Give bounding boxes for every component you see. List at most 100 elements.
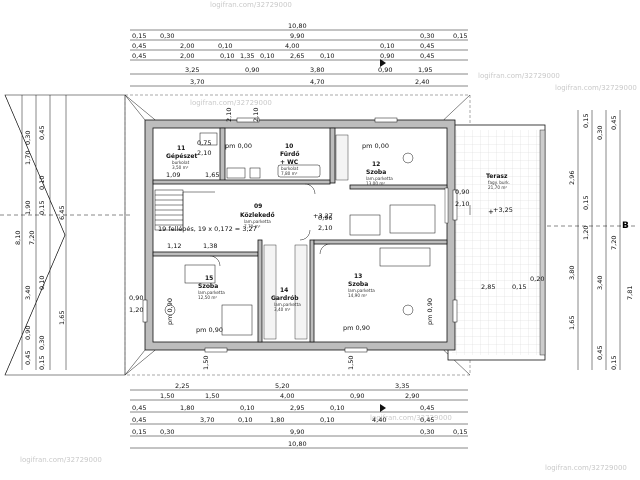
dim-label: 1,70 <box>24 151 32 165</box>
boiler <box>199 132 218 146</box>
dim-label: 1,65 <box>58 311 66 325</box>
room-number: 10 <box>285 143 293 150</box>
dim-label: 5,20 <box>275 382 289 390</box>
sink <box>226 167 246 179</box>
dim-label: 3,40 <box>24 286 32 300</box>
dim-label: 2,65 <box>290 52 304 60</box>
dim-label: 2,95 <box>290 404 304 412</box>
dim-label: 0,90 <box>129 294 143 302</box>
dim-label: 0,10 <box>380 42 394 50</box>
wardrobe-right <box>294 244 308 340</box>
dim-label: 0,10 <box>220 52 234 60</box>
room-area: 3,50 m² <box>172 165 189 170</box>
dim-label: 0,90 <box>378 66 392 74</box>
dim-label: 10,80 <box>288 22 307 30</box>
room-name: Szoba <box>366 169 386 176</box>
dim-label: 0,10 <box>240 404 254 412</box>
window <box>236 117 260 123</box>
dim-label: 2,85 <box>481 283 495 291</box>
dim-label: 2,90 <box>405 392 419 400</box>
room-area: 3,40 m² <box>274 307 291 312</box>
dim-label: 0,15 <box>582 114 590 128</box>
dim-label: 0,10 <box>260 52 274 60</box>
top-dimension-lines: 10,80 0,15 0,30 9,90 0,30 0,15 0,45 2,00… <box>130 22 468 87</box>
dim-label: 0,10 <box>218 42 232 50</box>
wardrobe-left <box>263 244 277 340</box>
dim-label: 0,30 <box>596 126 604 140</box>
room-name: Gépészet <box>166 153 197 160</box>
dim-label: 1,65 <box>568 316 576 330</box>
dim-label: 0,45 <box>420 42 434 50</box>
dim-label: 6,45 <box>58 206 66 220</box>
room-floor: fagy. burk. <box>488 180 510 185</box>
room-name: Szoba <box>198 283 218 290</box>
room-area: 14,90 m² <box>348 293 367 298</box>
dim-label: 7,20 <box>610 236 618 250</box>
dim-label: 0,10 <box>320 416 334 424</box>
dim-label: 0,45 <box>132 42 146 50</box>
level-label: +3,25 <box>493 206 513 214</box>
room-name: Fürdő <box>280 151 299 158</box>
terrace <box>447 124 546 361</box>
dim-label: 0,45 <box>420 404 434 412</box>
dim-label: 3,80 <box>310 66 324 74</box>
dim-label: 7,20 <box>28 231 36 245</box>
dim-label: 2,10 <box>252 108 260 122</box>
dim-label: 7,81 <box>626 286 634 300</box>
dim-label: 0,45 <box>610 116 618 130</box>
parapet-label: pm 0,90 <box>426 298 434 325</box>
left-dimension-lines: 0,30 0,45 1,70 0,10 1,90 0,15 8,10 7,20 … <box>14 95 67 370</box>
dim-label: 0,90 <box>245 66 259 74</box>
dim-label: 0,90 <box>24 326 32 340</box>
dim-label: 1,50 <box>205 392 219 400</box>
room-name: Gardrób <box>271 295 299 302</box>
dim-label: 0,45 <box>24 351 32 365</box>
level-label: +3,27 <box>313 212 333 220</box>
right-dimension-lines: 0,15 0,30 0,45 2,96 1,20 3,40 3,80 0,15 … <box>568 110 634 370</box>
dim-label: 1,20 <box>129 306 143 314</box>
dim-label: 4,70 <box>310 78 324 86</box>
dim-label: 2,10 <box>197 149 211 157</box>
dim-label: 3,70 <box>200 416 214 424</box>
window <box>452 299 458 323</box>
plus-icon: + <box>488 208 494 216</box>
dim-label: 1,38 <box>203 242 217 250</box>
dim-label: 0,15 <box>512 283 526 291</box>
dim-label: 2,10 <box>225 108 233 122</box>
bed <box>221 304 253 336</box>
dim-label: 0,10 <box>320 52 334 60</box>
dim-label: 0,10 <box>238 416 252 424</box>
dim-label: 2,40 <box>415 78 429 86</box>
room-name: Közlekedő <box>240 212 275 219</box>
dim-label: 0,90 <box>380 52 394 60</box>
dim-label: 9,90 <box>290 428 304 436</box>
lamp-symbol <box>402 152 414 164</box>
watermark: logifran.com/32729000 <box>555 84 637 92</box>
dim-label: 3,80 <box>568 266 576 280</box>
room-area: 7,70 m² <box>244 224 261 229</box>
dim-label: 1,35 <box>240 52 254 60</box>
dim-label: 0,15 <box>610 356 618 370</box>
room-floor: burkolat <box>172 160 190 165</box>
dim-label: 0,30 <box>24 131 32 145</box>
room-name: Terasz <box>486 173 508 180</box>
dim-label: 1,50 <box>347 356 355 370</box>
dim-label: 0,15 <box>453 32 467 40</box>
dim-label: 4,00 <box>285 42 299 50</box>
parapet-label: pm 0,90 <box>343 324 370 332</box>
dim-label: 0,45 <box>132 404 146 412</box>
dim-label: 0,90 <box>350 392 364 400</box>
room-number: 14 <box>280 287 288 294</box>
lamp-symbol <box>164 304 176 316</box>
bed <box>379 247 431 267</box>
dim-label: 2,10 <box>318 224 332 232</box>
dim-label: 1,12 <box>167 242 181 250</box>
dim-label: 0,96 <box>318 214 332 222</box>
parapet-label: pm 0,90 <box>196 326 223 334</box>
section-arrows: + <box>380 59 494 412</box>
dim-label: 0,45 <box>420 416 434 424</box>
dim-label: 0,30 <box>420 428 434 436</box>
dim-label: 0,30 <box>420 32 434 40</box>
dim-label: 2,10 <box>455 200 469 208</box>
dim-label: 0,30 <box>160 32 174 40</box>
